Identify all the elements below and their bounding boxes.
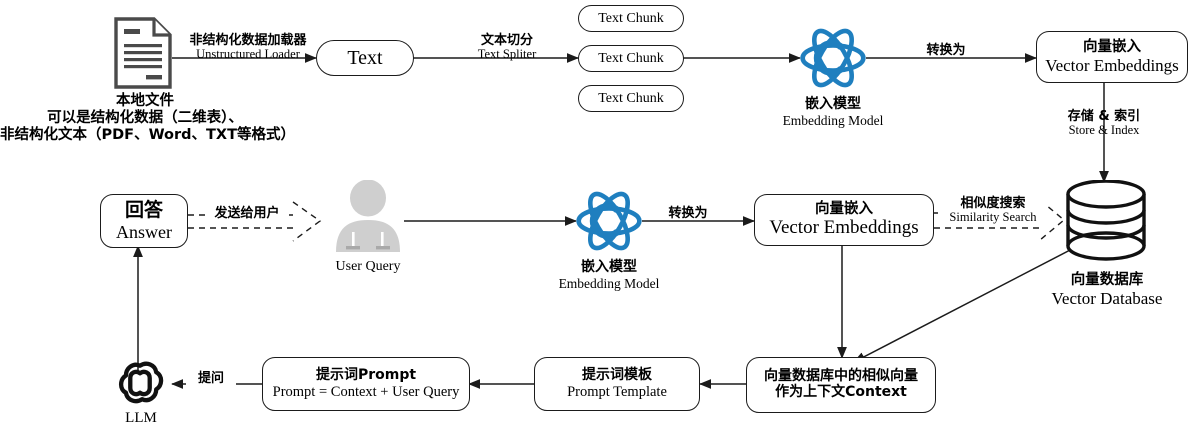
vector-database-cn: 向量数据库 (1070, 272, 1144, 288)
answer-label-en: Answer (116, 221, 172, 242)
edge-label-send-to-user: 发送给用户 (205, 206, 289, 222)
edge-label-loader: 非结构化数据加载器 Unstructured Loader (178, 33, 318, 62)
node-vector-embeddings-mid[interactable]: 向量嵌入 Vector Embeddings (754, 194, 934, 246)
embedding-model-mid-cn: 嵌入模型 (581, 259, 637, 275)
document-icon (113, 16, 173, 95)
edge-label-splitter: 文本切分 Text Spliter (452, 33, 562, 62)
answer-label-cn: 回答 (124, 199, 163, 222)
vector-embeddings-top-cn: 向量嵌入 (1083, 39, 1141, 56)
store-index-en: Store & Index (1068, 123, 1140, 138)
chunk2-label: Text Chunk (598, 50, 664, 66)
user-avatar-icon (332, 179, 404, 259)
loader-label-en: Unstructured Loader (196, 47, 300, 62)
vector-database-caption: 向量数据库 Vector Database (1022, 272, 1192, 309)
user-query-caption: User Query (335, 259, 401, 274)
node-answer[interactable]: 回答 Answer (100, 194, 188, 248)
embedding-model-top-cn: 嵌入模型 (805, 96, 861, 112)
node-vector-embeddings-top[interactable]: 向量嵌入 Vector Embeddings (1036, 31, 1188, 83)
similarity-search-cn: 相似度搜索 (960, 196, 1026, 211)
node-text-label: Text (347, 46, 383, 69)
embedding-model-top-caption: 嵌入模型 Embedding Model (753, 96, 913, 128)
loader-label-cn: 非结构化数据加载器 (189, 33, 307, 48)
edge-label-similarity-search: 相似度搜索 Similarity Search (938, 196, 1048, 226)
chunk3-label: Text Chunk (598, 90, 664, 106)
prompt-label-en: Prompt = Context + User Query (272, 383, 460, 400)
node-context[interactable]: 向量数据库中的相似向量 作为上下文Context (746, 357, 936, 413)
local-file-line2: 可以是结构化数据（二维表）、 (47, 110, 243, 127)
node-prompt[interactable]: 提示词Prompt Prompt = Context + User Query (262, 357, 470, 411)
vector-embeddings-mid-en: Vector Embeddings (769, 217, 919, 239)
node-text-chunk-1[interactable]: Text Chunk (578, 5, 684, 32)
local-file-line1: 本地文件 (116, 93, 174, 109)
openai-llm-icon (113, 356, 167, 415)
splitter-label-cn: 文本切分 (480, 33, 533, 48)
edge-label-convert-mid: 转换为 (668, 206, 708, 221)
edge-label-store-index: 存储 & 索引 Store & Index (1044, 109, 1164, 138)
vector-embeddings-top-en: Vector Embeddings (1045, 55, 1179, 75)
context-line2: 作为上下文Context (775, 384, 907, 400)
vector-database-en: Vector Database (1051, 289, 1163, 309)
database-cylinder-icon (1062, 179, 1150, 267)
edge-label-ask: 提问 (186, 371, 236, 387)
prompt-template-cn: 提示词模板 (582, 367, 652, 384)
vector-embeddings-mid-cn: 向量嵌入 (815, 201, 873, 218)
embedding-model-mid-en: Embedding Model (558, 275, 660, 291)
embedding-model-top-en: Embedding Model (782, 112, 884, 128)
node-prompt-template[interactable]: 提示词模板 Prompt Template (534, 357, 700, 411)
context-line1: 向量数据库中的相似向量 (764, 368, 918, 385)
store-index-cn: 存储 & 索引 (1067, 109, 1141, 124)
llm-caption: LLM (125, 410, 157, 426)
edge-label-convert-top: 转换为 (926, 43, 966, 58)
embedding-model-mid-caption: 嵌入模型 Embedding Model (529, 259, 689, 291)
atom-embedding-icon (576, 188, 642, 259)
atom-embedding-icon (800, 25, 866, 96)
similarity-search-en: Similarity Search (949, 210, 1037, 225)
local-file-caption: 本地文件 可以是结构化数据（二维表）、 非结构化文本（PDF、Word、TXT等… (0, 93, 295, 144)
prompt-template-en: Prompt Template (567, 383, 667, 400)
node-text-chunk-2[interactable]: Text Chunk (578, 45, 684, 72)
chunk1-label: Text Chunk (598, 10, 664, 26)
node-text-chunk-3[interactable]: Text Chunk (578, 85, 684, 112)
splitter-label-en: Text Spliter (477, 47, 537, 62)
node-text[interactable]: Text (316, 40, 414, 76)
local-file-line3: 非结构化文本（PDF、Word、TXT等格式） (0, 127, 295, 144)
prompt-label-cn: 提示词Prompt (315, 367, 417, 384)
